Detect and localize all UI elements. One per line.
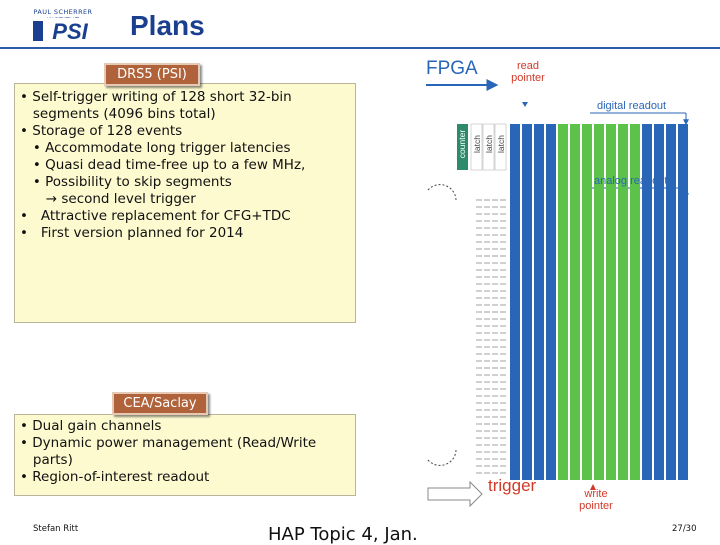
saclay-line: parts) <box>20 452 73 468</box>
fpga-label: FPGA <box>426 58 478 79</box>
storage-column <box>570 124 580 480</box>
drs5-text: • Self-trigger writing of 128 short 32-b… <box>20 89 305 242</box>
storage-column <box>582 124 592 480</box>
drs5-line: • Quasi dead time-free up to a few MHz, <box>20 157 306 173</box>
page-title: Plans <box>130 10 205 41</box>
latch-block <box>482 123 495 171</box>
drs5-line: segments (4096 bins total) <box>20 106 216 122</box>
loop-arrow-bottom <box>427 449 457 466</box>
digital-readout-label: digital readout <box>597 100 667 112</box>
latch-label: latch <box>496 135 506 153</box>
counter-block <box>457 124 468 170</box>
storage-column <box>666 124 676 480</box>
drs5-line: • Self-trigger writing of 128 short 32-b… <box>20 89 292 105</box>
latch-block <box>470 123 483 171</box>
loop-arrow-top <box>427 184 457 201</box>
drs5-line: • Accommodate long trigger latencies <box>20 140 291 156</box>
counter-label-box: counter <box>456 125 467 169</box>
storage-column <box>654 124 664 480</box>
read-pointer-label: read pointer <box>511 60 545 84</box>
footer-page: 27/30 <box>672 524 697 534</box>
storage-column <box>546 124 556 480</box>
storage-cells <box>476 199 506 474</box>
drs5-line: • Possibility to skip segments <box>20 174 232 190</box>
counter-label: counter <box>457 129 467 159</box>
saclay-line: • Dynamic power management (Read/Write <box>20 435 317 451</box>
storage-column <box>606 124 616 480</box>
read-pointer-marker <box>522 102 528 107</box>
latch-label: latch <box>472 135 482 153</box>
saclay-line: • Dual gain channels <box>20 418 162 434</box>
storage-column <box>522 124 532 480</box>
drs5-line: → second level trigger <box>20 191 196 207</box>
write-pointer-marker <box>590 484 596 490</box>
storage-column <box>678 124 688 480</box>
psi-logo: PAUL SCHERRER INSTITUT PSI <box>22 8 104 46</box>
footer-author: Stefan Ritt <box>33 524 79 534</box>
drs5-box <box>14 83 356 323</box>
storage-column <box>594 124 604 480</box>
latch-block <box>494 123 507 171</box>
header-divider <box>0 47 720 49</box>
storage-columns <box>510 124 688 480</box>
drs5-line: • Attractive replacement for CFG+TDC <box>20 208 291 224</box>
write-pointer-label: write pointer <box>579 488 613 512</box>
saclay-line: • Region-of-interest readout <box>20 469 210 485</box>
latch-label: latch <box>484 135 494 153</box>
drs5-tag: DRS5 (PSI) <box>104 63 200 86</box>
drs5-line: • Storage of 128 events <box>20 123 183 139</box>
saclay-text: • Dual gain channels • Dynamic power man… <box>20 418 316 486</box>
saclay-tag: CEA/Saclay <box>112 392 208 415</box>
storage-column <box>630 124 640 480</box>
drs5-line: • First version planned for 2014 <box>20 225 244 241</box>
trigger-arrow <box>427 480 483 508</box>
drs-diagram <box>426 79 689 508</box>
storage-column <box>534 124 544 480</box>
footer-center: HAP Topic 4, Jan. <box>268 524 418 545</box>
logo-mark-text: PSI <box>52 19 88 44</box>
psi-logo-mark: PSI <box>30 18 102 44</box>
storage-column <box>642 124 652 480</box>
analog-readout-label: analog readout <box>594 175 668 187</box>
storage-column <box>510 124 520 480</box>
storage-column <box>558 124 568 480</box>
latch-labels: latch latch latch <box>471 125 506 169</box>
storage-column <box>618 124 628 480</box>
trigger-label: trigger <box>488 476 537 495</box>
